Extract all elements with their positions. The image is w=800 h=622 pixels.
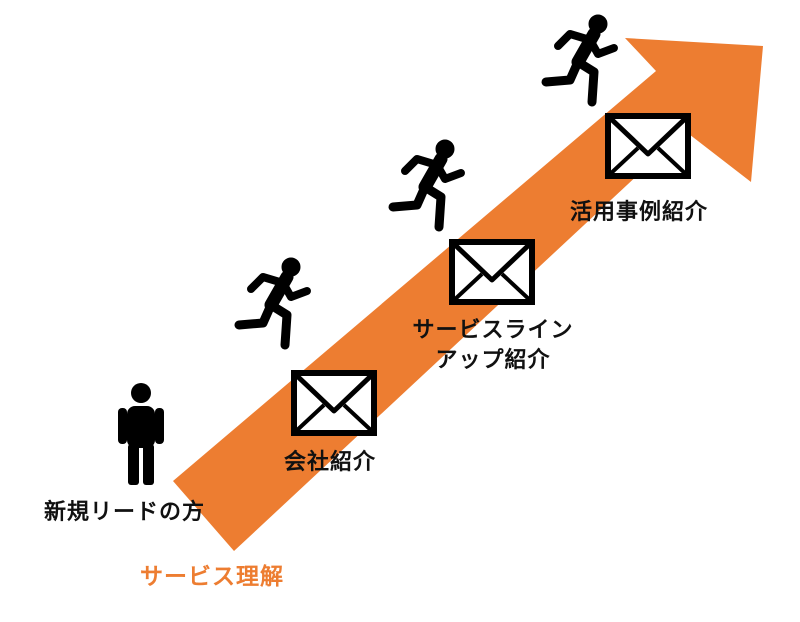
envelope-icon: [452, 242, 532, 302]
running-person-icon: [239, 258, 307, 345]
company-intro-label: 会社紹介: [284, 450, 377, 475]
service-lineup-label-line1: サービスライン: [412, 318, 574, 343]
envelope-icon: [608, 116, 688, 176]
service-understanding-label: サービス理解: [140, 564, 284, 590]
envelope-icon: [294, 373, 374, 433]
service-lineup-intro-label: サービスライン アップ紹介: [400, 316, 586, 376]
running-person-icon: [546, 15, 614, 102]
standing-person-icon: [118, 383, 164, 485]
running-person-icon: [393, 140, 461, 227]
new-lead-label: 新規リードの方: [44, 500, 206, 525]
service-lineup-label-line2: アップ紹介: [435, 348, 551, 373]
case-study-intro-label: 活用事例紹介: [570, 200, 709, 225]
